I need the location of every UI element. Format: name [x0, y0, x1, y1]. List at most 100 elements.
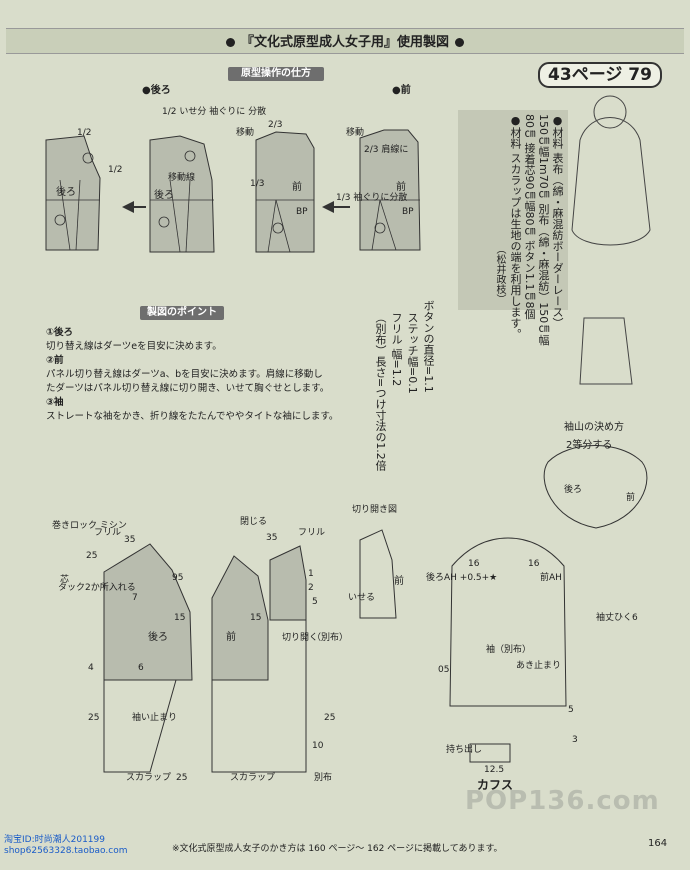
materials-line-3: 80㎝ 接着芯90㎝幅80㎝ ボタン1.1㎝8個 [523, 114, 536, 320]
overlap-label: 持ち出し [446, 743, 482, 755]
mark-a-circle-icon [158, 216, 170, 228]
frill-width-note: フリル 幅=1.2 [390, 312, 403, 387]
num-16: 16 [528, 559, 540, 569]
prototype-section-label: 原型操作の仕方 [228, 67, 324, 81]
num-15: 15 [250, 613, 261, 623]
sleeve-cap-diagram [543, 445, 648, 529]
point-2-heading: ②前 [46, 355, 64, 366]
point-1-body: 切り替え線はダーツeを目安に決めます。 [46, 341, 222, 352]
num-05: 05 [438, 665, 449, 675]
sleeve-cap-front-label: 前 [626, 491, 635, 503]
num-1: 1 [308, 569, 314, 579]
store-url: shop62563328.taobao.com [4, 846, 128, 856]
point-3-heading: ③袖 [46, 397, 64, 408]
scallop-label-front: スカラップ [230, 772, 275, 783]
store-id: 淘宝ID:时尚潮人201199 [4, 835, 105, 845]
front-prototype-left [255, 131, 315, 253]
front-ah-label: 前AH [540, 571, 562, 583]
close-label: 閉じる [240, 516, 267, 527]
point-2-body-1: パネル切り替え線はダーツa、bを目安に決めます。肩線に移動し [46, 369, 323, 380]
mark-b-circle-icon [184, 150, 196, 162]
header-bar: 『文化式原型成人女子用』使用製図 [6, 28, 684, 54]
shoulder-note: 2/3 肩線に [364, 143, 408, 155]
scallop-label-back: スカラップ [126, 772, 171, 783]
num-25: 25 [86, 551, 97, 561]
mark-a-circle-icon [54, 214, 66, 226]
num-35: 35 [266, 533, 277, 543]
num-12-5: 12.5 [484, 765, 504, 775]
move-label: 移動 [236, 126, 254, 138]
point-1-heading: ①後ろ [46, 327, 74, 338]
serger-label: 巻きロック ミシン [52, 519, 127, 531]
front-hem-lines [211, 620, 307, 773]
front-word-label: 前 [396, 180, 406, 193]
frill-label: フリル [298, 528, 325, 538]
num-35: 35 [124, 535, 135, 545]
watermark: POP136.com [465, 786, 660, 816]
back-hem-lines [103, 679, 177, 773]
sleeve-cap-subtitle: 2等分する [566, 440, 613, 451]
back-word-label: 後ろ [154, 188, 174, 201]
front-panel-label: 前 [226, 630, 236, 643]
sleeve-pattern [449, 537, 567, 707]
front-word-label: 前 [292, 180, 302, 193]
materials-credit: （松井政枝） [494, 244, 505, 304]
interfacing-label: 芯 [60, 573, 69, 585]
cut-open-label: 切り開く [282, 632, 318, 643]
num-5: 5 [312, 597, 318, 607]
separate-fabric-label: （別布） [312, 631, 348, 643]
model-head-illustration [593, 95, 627, 129]
arrow-left-icon [322, 201, 334, 213]
num-2: 2 [308, 583, 314, 593]
num-95: 95 [172, 573, 183, 583]
front-prototype-right [359, 129, 421, 251]
mark-a-circle-icon [374, 222, 386, 234]
num-10: 10 [312, 741, 324, 751]
mark-b-circle-icon [82, 152, 94, 164]
fraction-half: 1/2 [108, 165, 122, 175]
button-diameter-note: ボタンの直径=1.1 [422, 300, 435, 393]
arrow-left-icon [122, 201, 134, 213]
back-panel [103, 543, 193, 681]
back-heading: ●後ろ [142, 85, 171, 96]
materials-line-2: 150㎝幅1m70㎝ 別布（綿・麻混紡）150㎝幅 [537, 114, 550, 346]
front-panel-center [269, 545, 307, 621]
cuffs-label: カフス [477, 778, 514, 792]
num-25-hem: 25 [324, 713, 335, 723]
back-ah-label: 後ろAH +0.5+★ [426, 571, 497, 583]
bp-label: BP [402, 207, 414, 217]
num-6: 6 [138, 663, 144, 673]
num-7: 7 [132, 593, 138, 603]
armhole-note: 1/3 袖ぐりに分散 [336, 191, 407, 203]
num-15: 15 [174, 613, 185, 623]
fraction-two-thirds: 2/3 [268, 120, 282, 130]
num-16: 16 [468, 559, 480, 569]
back-panel-label: 後ろ [148, 630, 168, 643]
num-25-bottom: 25 [176, 773, 187, 783]
back-prototype-right [149, 135, 215, 253]
front-heading: ●前 [392, 85, 411, 96]
bp-label: BP [296, 207, 308, 217]
point-3-body: ストレートな袖をかき、折り線をたたんでややタイトな袖にします。 [46, 411, 339, 422]
page-reference-badge: 43ページ 79 [538, 62, 662, 88]
materials-line-4: ●材料 スカラップは生地の端を利用します。 [509, 114, 522, 340]
point-2-body-2: たダーツはパネル切り替え線に切り開き、いせて胸ぐせとします。 [46, 383, 330, 394]
move-label: 移動 [346, 126, 364, 138]
bullet-dot-icon [455, 38, 464, 47]
cut-diagram-title: 切り開き図 [352, 504, 397, 515]
frill-length-note: （別布）長さ=つけ寸法の1.2倍 [374, 312, 387, 471]
bullet-dot-icon [225, 38, 235, 47]
fraction-half: 1/2 [77, 128, 91, 138]
cut-diagram-front-label: 前 [394, 574, 404, 587]
dart-line [59, 179, 71, 251]
sleeve-slit-label: 袖い止まり [132, 711, 177, 723]
sleeve-cap-back-label: 後ろ [564, 483, 582, 495]
num-5: 5 [568, 705, 574, 715]
blouse-back-illustration [579, 317, 633, 385]
sleeve-cap-title: 袖山の決め方 [564, 422, 624, 433]
num-4: 4 [88, 663, 94, 673]
drafting-points: ①後ろ 切り替え線はダーツeを目安に決めます。 ②前 パネル切り替え線はダーツa… [46, 326, 376, 424]
mark-a-circle-icon [272, 222, 284, 234]
